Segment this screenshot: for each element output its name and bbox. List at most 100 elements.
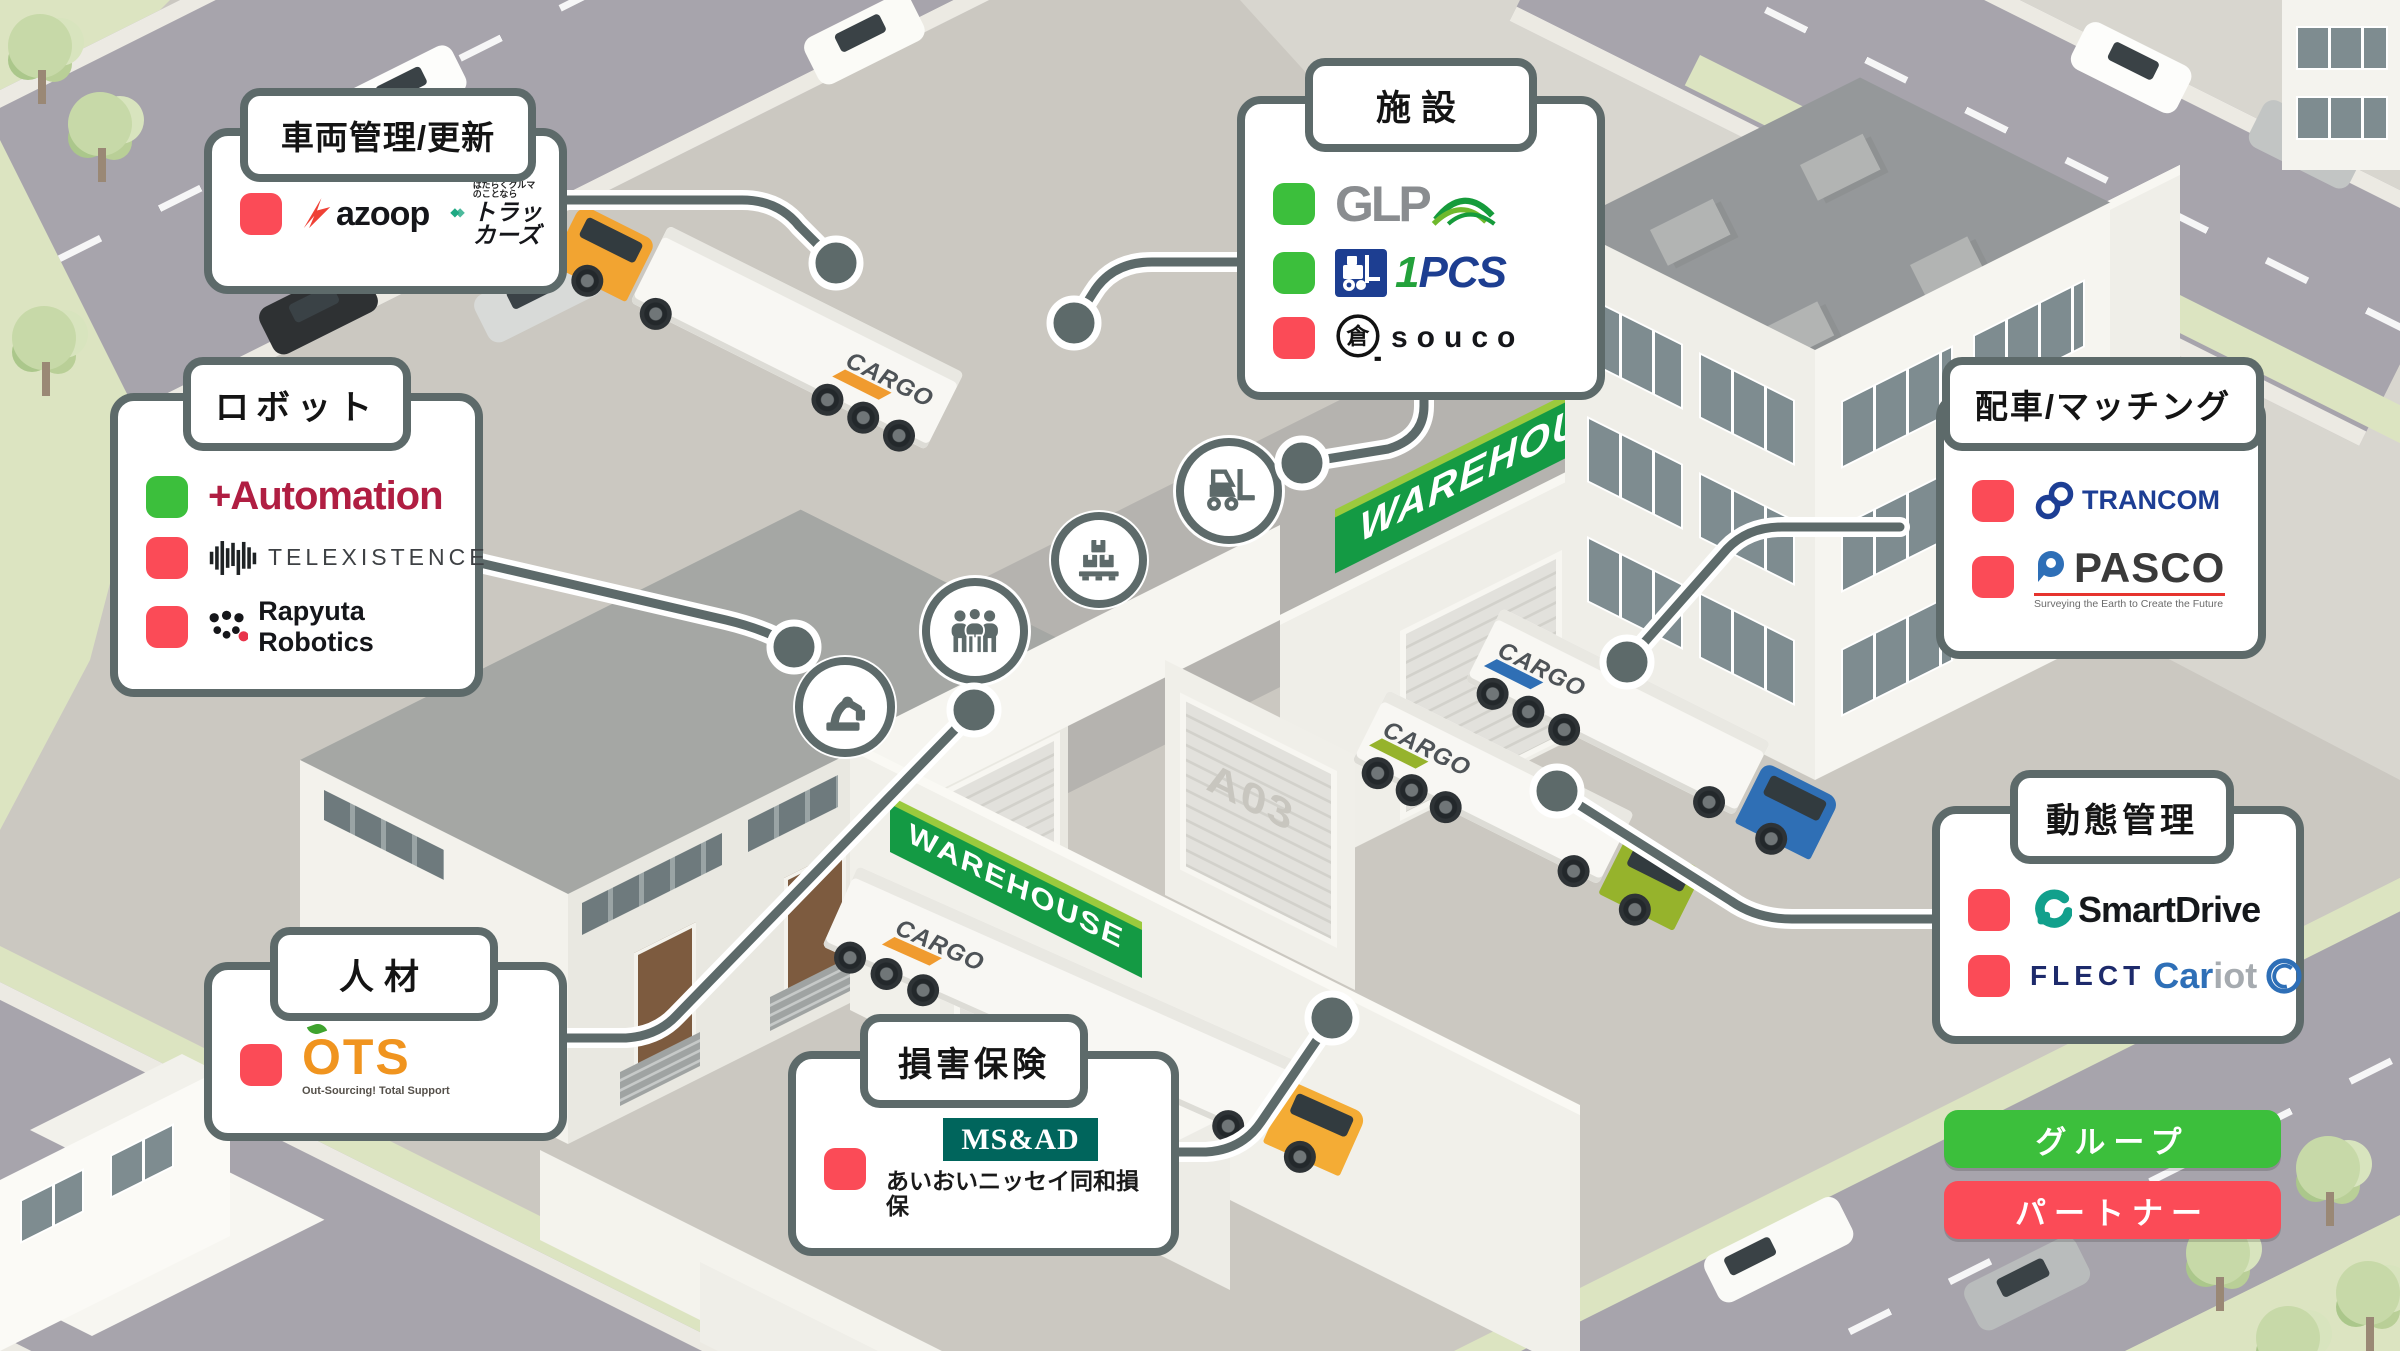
tab-robot: ロボット (183, 357, 411, 451)
office-window (1587, 536, 1683, 651)
pcs-forklift-icon (1335, 249, 1387, 297)
tab-vehicle-management: 車両管理/更新 (240, 88, 536, 182)
legend-group-button[interactable]: グループ (1944, 1110, 2281, 1168)
vendor-row-glp[interactable]: GLP (1273, 175, 1581, 233)
ots-logo: OTS Out-Sourcing! Total Support (302, 1021, 450, 1097)
tab-dynamic-management: 動態管理 (2010, 770, 2234, 864)
rapyuta-dots-icon (209, 610, 249, 642)
vendor-row-souco[interactable]: 倉 souco (1273, 313, 1581, 363)
tab-facility: 施設 (1305, 58, 1537, 152)
pasco-text: PASCO (2074, 543, 2226, 591)
msad-logo: MS&AD あいおいニッセイ同和損保 (886, 1117, 1155, 1220)
office-window (1699, 352, 1795, 467)
pasco-mark-icon (2038, 550, 2064, 582)
office-window (1699, 472, 1795, 587)
vendor-row-smartdrive[interactable]: SmartDrive (1968, 889, 2280, 932)
partner-marker (1972, 479, 2014, 522)
souco-text: souco (1391, 321, 1525, 354)
card-title: 人材 (338, 957, 429, 997)
group-marker (1273, 252, 1315, 294)
vendor-row-pasco[interactable]: PASCO Surveying the Earth to Create the … (1972, 543, 2242, 611)
partner-marker (240, 193, 282, 235)
office-window (1587, 416, 1683, 531)
vendor-row-pcs[interactable]: 1PCS (1273, 248, 1581, 298)
cariot-iot-text: iot (2213, 954, 2258, 996)
vendor-row-plus-automation[interactable]: +Automation (146, 474, 459, 519)
card-title: 施設 (1375, 88, 1466, 128)
souco-kanji: 倉 (1345, 323, 1370, 349)
vendor-row-azoop-truckers[interactable]: azoop はたらくクルマのことなら トラッカーズ (240, 181, 543, 247)
truckers-text: トラッカーズ (472, 199, 542, 248)
cariot-car-text: Car (2153, 954, 2214, 996)
rapyuta-text: Rapyuta Robotics (258, 595, 374, 657)
truck-orange: CARGO (550, 186, 964, 458)
card-title: 車両管理/更新 (280, 119, 496, 156)
partner-marker (146, 536, 188, 579)
pallet-boxes-icon (1049, 510, 1149, 610)
cariot-swirl-icon (2266, 958, 2302, 994)
vendor-row-telexistence[interactable]: TELEXISTENCE (146, 536, 485, 579)
glp-text: GLP (1335, 176, 1432, 232)
ots-tagline: Out-Sourcing! Total Support (302, 1085, 450, 1097)
azoop-text: azoop (336, 194, 430, 233)
workers-icon (919, 575, 1031, 687)
vendor-row-trancom[interactable]: TRANCOM (1972, 479, 2242, 522)
card-insurance: MS&AD あいおいニッセイ同和損保 (788, 1051, 1179, 1256)
partner-marker (1972, 556, 2014, 599)
smartdrive-mark-icon (2035, 889, 2072, 929)
azoop-bolt-icon (303, 198, 331, 229)
partner-marker (146, 605, 188, 648)
card-title: 損害保険 (898, 1045, 1050, 1084)
plus-automation-logo: +Automation (208, 474, 444, 519)
card-title: 配車/マッチング (1974, 388, 2232, 425)
ots-text: OTS (302, 1021, 450, 1082)
vendor-row-flect-cariot[interactable]: FLECT Cariot (1968, 954, 2302, 997)
tree (2, 8, 94, 108)
pcs-num: 1 (1395, 248, 1420, 297)
tab-dispatch-matching: 配車/マッチング (1942, 357, 2264, 451)
truckers-tagline: はたらくクルマのことなら (472, 180, 536, 199)
group-marker (146, 475, 188, 518)
card-title: ロボット (215, 388, 379, 427)
tree (2250, 1300, 2342, 1351)
partner-marker (240, 1043, 282, 1086)
office-window (1699, 592, 1795, 707)
tab-human-resources: 人材 (270, 927, 498, 1021)
telexistence-text: TELEXISTENCE (268, 544, 489, 570)
souco-kura-icon: 倉 (1336, 314, 1381, 361)
msad-subtext: あいおいニッセイ同和損保 (886, 1167, 1139, 1219)
pasco-tagline: Surveying the Earth to Create the Future (2034, 597, 2224, 610)
tree (6, 300, 98, 400)
telexistence-bars-icon (209, 540, 257, 575)
truckers-logo: はたらくクルマのことなら トラッカーズ (449, 181, 543, 247)
pasco-logo: PASCO Surveying the Earth to Create the … (2034, 543, 2226, 611)
group-marker (1273, 183, 1315, 225)
glp-arcs-icon (1431, 197, 1496, 226)
vendor-row-msad[interactable]: MS&AD あいおいニッセイ同和損保 (824, 1117, 1155, 1220)
partner-marker (1968, 954, 2010, 997)
forklift-icon (1173, 435, 1285, 547)
flect-text: FLECT (2030, 959, 2146, 991)
tree (62, 86, 154, 186)
trancom-mark-icon (2035, 481, 2074, 519)
truckers-diamond-icon (450, 208, 465, 218)
card-title: 動態管理 (2046, 801, 2198, 840)
pcs-text: PCS (1418, 248, 1506, 297)
corner-building (2282, 0, 2400, 170)
msad-text: MS&AD (943, 1117, 1098, 1161)
vendor-row-ots[interactable]: OTS Out-Sourcing! Total Support (240, 1021, 543, 1097)
legend-group-label: グループ (2035, 1124, 2190, 1160)
trancom-text: TRANCOM (2082, 485, 2220, 516)
robot-arm-icon (793, 655, 897, 759)
legend-partner-button[interactable]: パートナー (1944, 1181, 2281, 1239)
azoop-logo: azoop (302, 194, 430, 234)
tree (2330, 1255, 2400, 1351)
vendor-row-rapyuta[interactable]: Rapyuta Robotics (146, 596, 459, 658)
tab-insurance: 損害保険 (860, 1014, 1088, 1108)
partner-marker (1968, 889, 2010, 932)
partner-marker (824, 1147, 866, 1190)
partner-marker (1273, 317, 1315, 359)
smartdrive-text: SmartDrive (2078, 889, 2261, 931)
legend-partner-label: パートナー (2015, 1195, 2210, 1231)
